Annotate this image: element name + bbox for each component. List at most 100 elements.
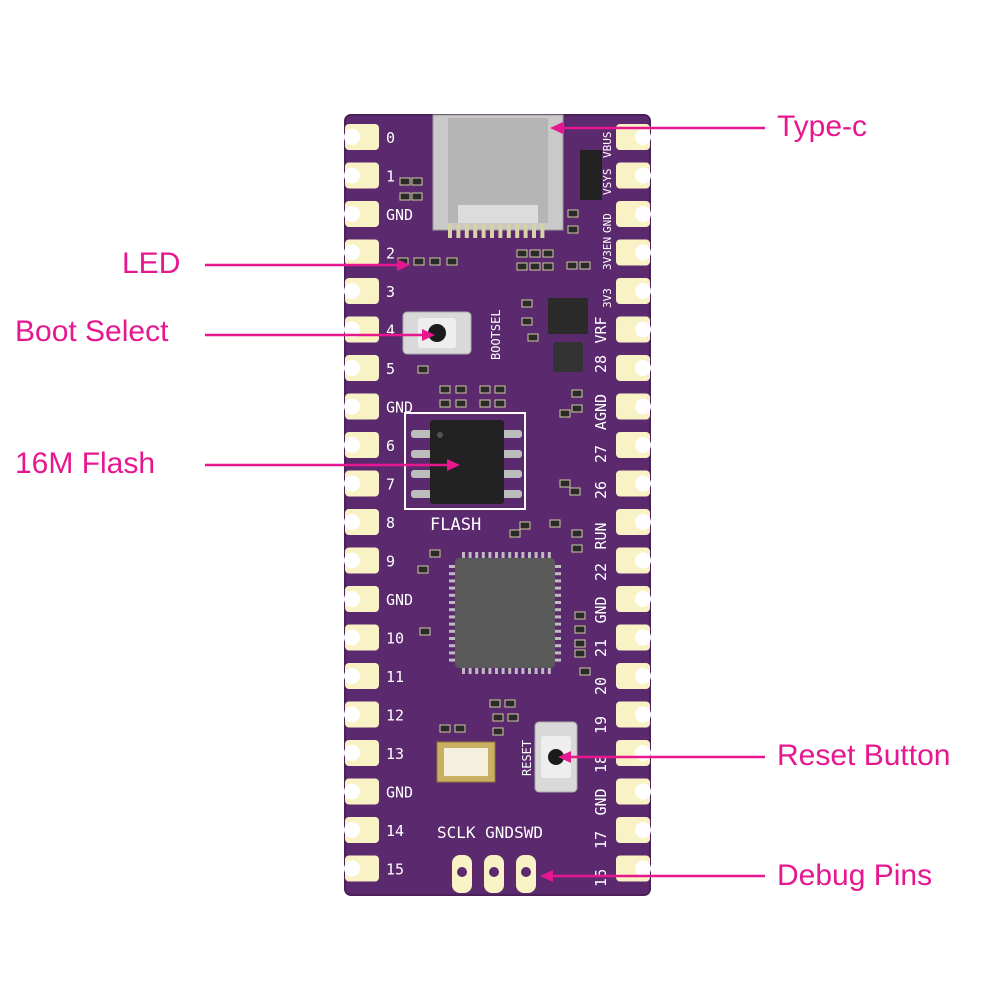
right-pad-hole xyxy=(635,514,651,530)
mcu-leg xyxy=(553,593,561,597)
smd-component xyxy=(439,399,451,408)
left-pin-label: GND xyxy=(386,784,413,802)
right-pin-label: 26 xyxy=(592,481,610,499)
reset-button-callout: Reset Button xyxy=(777,739,951,772)
smd-component xyxy=(579,261,591,270)
mcu-leg xyxy=(553,637,561,640)
smd-component xyxy=(494,385,506,394)
flash-leg xyxy=(500,450,522,458)
right-pin-labels: VBUSVSYSGND3V3EN3V3VRF28AGND2726RUN22GND… xyxy=(592,132,614,888)
usb-contact xyxy=(490,224,494,238)
debug-pins-arrowhead xyxy=(540,870,553,882)
smd-component xyxy=(559,409,571,418)
boot-select-callout: Boot Select xyxy=(15,315,169,348)
usb-contact xyxy=(506,224,511,238)
mcu-leg xyxy=(553,579,561,583)
mcu-leg xyxy=(547,552,551,560)
mcu-leg xyxy=(553,572,561,576)
smd-component xyxy=(446,257,458,266)
right-pad-hole xyxy=(635,783,651,800)
crystal-oscillator xyxy=(436,741,496,783)
smd-component xyxy=(455,385,467,394)
smd-component xyxy=(549,519,561,528)
mcu-leg xyxy=(541,552,545,560)
left-pad-hole xyxy=(344,591,360,607)
left-pad-hole xyxy=(344,860,360,877)
smd-component xyxy=(529,262,541,271)
left-pin-label: 15 xyxy=(386,861,404,879)
mcu-leg xyxy=(475,666,479,674)
smd-component xyxy=(439,724,451,733)
mcu-leg xyxy=(553,651,561,655)
right-pad-hole xyxy=(635,668,651,684)
left-pad-hole xyxy=(344,167,360,184)
type-c-callout: Type-c xyxy=(777,110,868,143)
mcu-leg xyxy=(541,666,545,674)
mcu-leg xyxy=(462,552,465,560)
smd-component xyxy=(527,333,539,342)
mcu-leg xyxy=(449,615,457,619)
smd-component xyxy=(559,479,571,488)
left-pad-hole xyxy=(344,783,360,800)
right-pad-hole xyxy=(635,745,651,761)
rp2040-chip xyxy=(449,552,561,674)
smd-component xyxy=(521,299,533,308)
right-top-label: VBUS xyxy=(601,132,614,159)
mcu-leg xyxy=(481,666,485,674)
left-pad-hole xyxy=(344,629,360,646)
right-pad-hole xyxy=(635,437,651,453)
right-pin-label: 27 xyxy=(592,445,610,463)
smd-component xyxy=(494,399,506,408)
smd-component xyxy=(429,549,441,558)
right-pin-label: 21 xyxy=(592,639,610,657)
right-pad-hole xyxy=(635,360,651,376)
left-pin-label: 0 xyxy=(386,129,395,147)
right-pin-label: 22 xyxy=(592,563,610,581)
mcu-leg xyxy=(534,666,538,674)
flash-leg xyxy=(411,450,433,458)
mcu-leg xyxy=(449,608,457,612)
flash-leg xyxy=(500,490,522,498)
left-pin-label: 5 xyxy=(386,360,395,378)
flash-leg xyxy=(500,470,522,478)
left-pin-label: 14 xyxy=(386,822,404,840)
boot-select-arrowhead xyxy=(422,329,435,341)
reset-button-arrowhead xyxy=(558,751,571,763)
mcu-leg xyxy=(449,601,457,604)
mcu-leg xyxy=(449,593,457,597)
usb-contact xyxy=(448,224,452,238)
left-pad-hole xyxy=(344,398,360,415)
reset-button-part xyxy=(534,721,578,793)
smd-component xyxy=(571,389,583,398)
type-c-arrowhead xyxy=(550,122,563,134)
right-pad-hole xyxy=(635,475,651,492)
swd-header-label: SCLK GNDSWD xyxy=(437,823,543,842)
mcu-leg xyxy=(449,629,457,633)
left-pin-label: 11 xyxy=(386,668,404,686)
right-pad-hole xyxy=(635,244,651,261)
mcu-leg xyxy=(514,552,518,560)
flash-leg xyxy=(500,430,522,438)
mcu-leg xyxy=(449,651,457,655)
usb-contact xyxy=(523,224,528,238)
led-arrowhead xyxy=(397,259,410,271)
mcu-leg xyxy=(508,666,512,674)
left-pad-hole xyxy=(344,514,360,530)
inductor xyxy=(553,342,583,372)
left-pad-hole xyxy=(344,244,360,261)
left-pin-label: GND xyxy=(386,206,413,224)
right-castellated-pads xyxy=(616,124,651,882)
regulator-chip xyxy=(548,298,588,334)
mcu-leg xyxy=(521,552,525,560)
smd-component xyxy=(574,649,586,658)
right-top-label: 3V3 xyxy=(601,288,614,308)
smd-component xyxy=(504,699,516,708)
right-pin-label: 17 xyxy=(592,831,610,849)
right-pad-hole xyxy=(635,591,651,607)
mcu-leg xyxy=(553,565,561,568)
usb-contact xyxy=(515,224,520,238)
led-callout: LED xyxy=(122,247,181,280)
left-pad-hole xyxy=(344,129,360,145)
mcu-leg xyxy=(547,666,551,674)
